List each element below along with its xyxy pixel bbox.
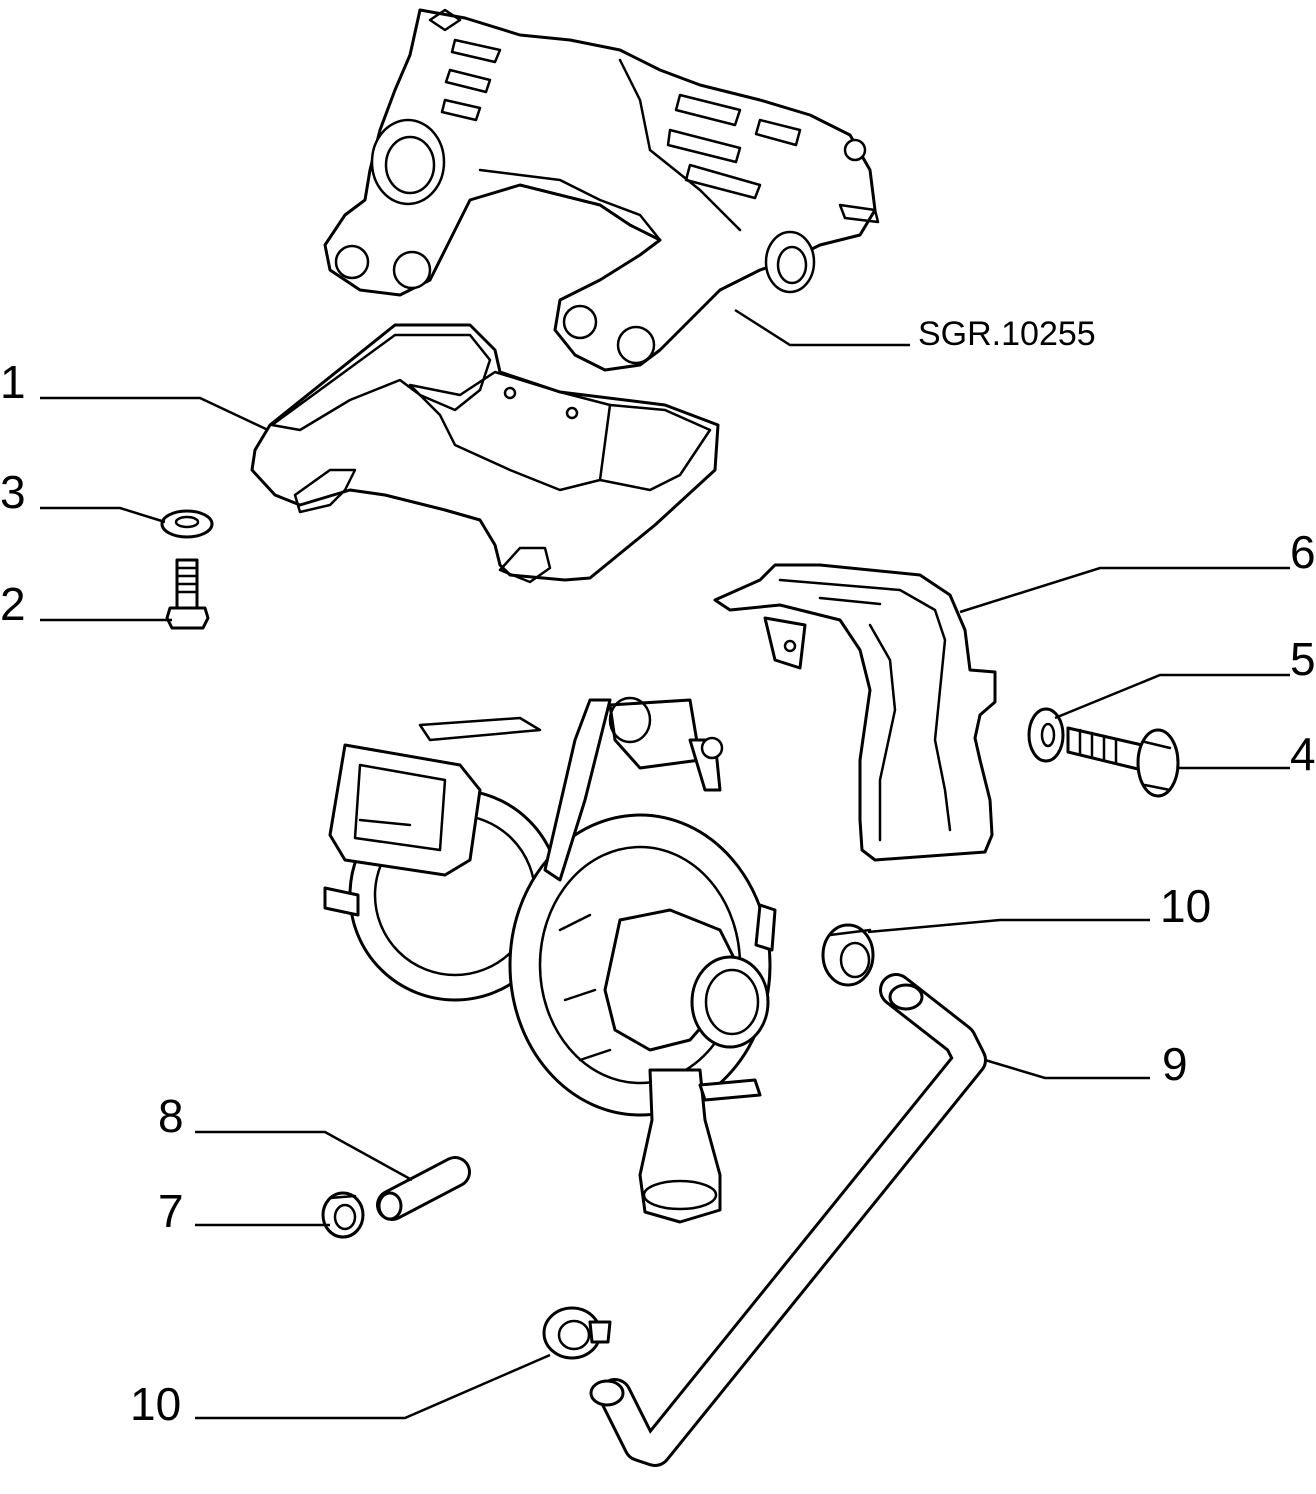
callout-6: 6 xyxy=(1290,526,1316,578)
leader-6 xyxy=(959,566,1290,614)
part-8-small-hose xyxy=(376,1156,471,1221)
leader-9 xyxy=(984,1058,1150,1080)
part-1-heat-shield xyxy=(250,323,720,584)
leader-1 xyxy=(40,396,269,432)
callout-3: 3 xyxy=(0,466,26,518)
leader-3 xyxy=(40,506,166,524)
leader-10-upper xyxy=(867,918,1150,934)
part-10-clamp-upper xyxy=(821,923,875,987)
callout-4: 4 xyxy=(1290,728,1316,780)
callout-8: 8 xyxy=(158,1090,184,1142)
part-4-bolt xyxy=(1066,726,1180,798)
reference-code: SGR.10255 xyxy=(918,315,1096,353)
callout-7: 7 xyxy=(158,1185,184,1237)
part-7-small-clamp xyxy=(321,1191,365,1239)
part-5-washer xyxy=(1027,707,1065,763)
turbocharger xyxy=(323,696,777,1224)
callout-9: 9 xyxy=(1162,1038,1188,1090)
callout-2: 2 xyxy=(0,578,26,630)
leader-lines xyxy=(40,308,1290,1420)
part-9-hose xyxy=(589,973,987,1467)
part-6-bracket xyxy=(713,563,997,862)
intake-manifold xyxy=(323,8,880,372)
callout-labels: 1 3 2 6 5 4 10 9 8 7 10 SGR.10255 xyxy=(0,315,1316,1430)
leader-10-lower xyxy=(195,1353,551,1420)
leader-reference xyxy=(734,308,910,347)
callout-1: 1 xyxy=(0,356,26,408)
leader-8 xyxy=(195,1130,413,1182)
callout-10-lower: 10 xyxy=(130,1378,181,1430)
part-10-clamp-lower xyxy=(542,1306,612,1360)
callout-10-upper: 10 xyxy=(1160,880,1211,932)
leader-5 xyxy=(1054,673,1290,720)
callout-5: 5 xyxy=(1290,633,1316,685)
part-3-washer xyxy=(160,509,214,539)
part-2-bolt xyxy=(165,558,210,630)
